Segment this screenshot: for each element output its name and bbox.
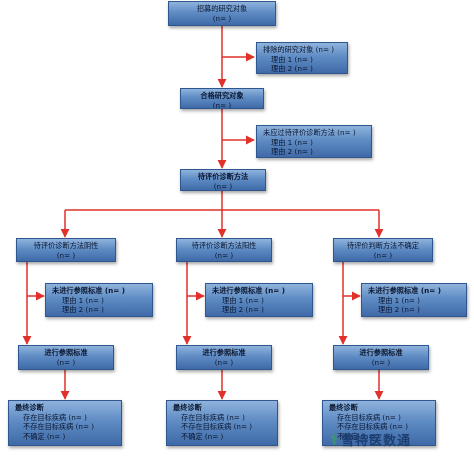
branch-positive-final-present: 存在目标疾病 (n= ) bbox=[181, 412, 245, 422]
branch-positive-ref-title: 进行参照标准 bbox=[202, 348, 246, 357]
branch-positive-box: 待评价诊断方法阳性 (n= ) bbox=[176, 238, 272, 262]
excluded-box: 排除的研究对象 (n= ) 理由 1 (n= ) 理由 2 (n= ) bbox=[256, 42, 348, 74]
branch-positive-noref-reason-2: 理由 2 (n= ) bbox=[222, 305, 264, 314]
branch-negative-final-absent: 不存在目标疾病 (n= ) bbox=[23, 422, 95, 431]
branch-negative-final-title: 最终诊断 bbox=[15, 403, 44, 412]
index-test-box: 待评价诊断方法 (n= ) bbox=[180, 169, 266, 191]
recruit-title: 招募的研究对象 bbox=[196, 4, 248, 13]
branch-positive-noref-box: 未进行参照标准 (n= ) 理由 1 (n= ) 理由 2 (n= ) bbox=[205, 283, 313, 317]
branch-uncertain-final-present: 存在目标疾病 (n= ) bbox=[337, 412, 401, 422]
eligible-title: 合格研究对象 bbox=[200, 91, 244, 100]
branch-positive-title: 待评价诊断方法阳性 bbox=[191, 241, 257, 250]
branch-positive-ref-n: (n= ) bbox=[214, 357, 234, 367]
branch-negative-n: (n= ) bbox=[56, 250, 76, 260]
branch-uncertain-noref-title: 未进行参照标准 (n= ) bbox=[368, 286, 442, 295]
excluded-title: 排除的研究对象 (n= ) bbox=[263, 45, 335, 54]
branch-uncertain-final-uncertain: 不确定 (n= ) bbox=[337, 431, 380, 441]
branch-positive-final-absent: 不存在目标疾病 (n= ) bbox=[181, 422, 253, 431]
watermark-logo-icon: ⚕ bbox=[330, 431, 340, 449]
index-test-title: 待评价诊断方法 bbox=[197, 172, 249, 181]
branch-negative-final-box: 最终诊断 存在目标疾病 (n= ) 不存在目标疾病 (n= ) 不确定 (n= … bbox=[8, 400, 122, 446]
branch-positive-final-title: 最终诊断 bbox=[173, 403, 202, 412]
branch-positive-noref-reason-1: 理由 1 (n= ) bbox=[222, 295, 264, 305]
branch-uncertain-title: 待评价判断方法不确定 bbox=[347, 241, 419, 250]
recruit-n: (n= ) bbox=[212, 13, 232, 23]
eligible-box: 合格研究对象 (n= ) bbox=[180, 88, 264, 109]
branch-positive-noref-title: 未进行参照标准 (n= ) bbox=[212, 286, 286, 295]
watermark-text: 雪特医数通 bbox=[341, 434, 412, 449]
branch-uncertain-ref-box: 进行参照标准 (n= ) bbox=[333, 345, 429, 370]
excluded-reason-2: 理由 2 (n= ) bbox=[271, 64, 313, 73]
branch-negative-title: 待评价诊断方法阴性 bbox=[33, 241, 99, 250]
branch-negative-noref-reason-2: 理由 2 (n= ) bbox=[62, 305, 104, 314]
branch-negative-final-uncertain: 不确定 (n= ) bbox=[23, 431, 66, 441]
not-index-test-reason-1: 理由 1 (n= ) bbox=[271, 137, 313, 147]
excluded-reason-1: 理由 1 (n= ) bbox=[271, 54, 313, 64]
branch-uncertain-box: 待评价判断方法不确定 (n= ) bbox=[333, 238, 433, 262]
branch-negative-noref-reason-1: 理由 1 (n= ) bbox=[62, 295, 104, 305]
branch-uncertain-final-title: 最终诊断 bbox=[329, 403, 358, 412]
branch-negative-ref-n: (n= ) bbox=[56, 357, 76, 367]
branch-uncertain-final-absent: 不存在目标疾病 (n= ) bbox=[337, 422, 409, 431]
branch-negative-ref-title: 进行参照标准 bbox=[44, 348, 88, 357]
branch-positive-n: (n= ) bbox=[214, 250, 234, 260]
branch-uncertain-ref-n: (n= ) bbox=[371, 357, 391, 367]
eligible-n: (n= ) bbox=[212, 100, 232, 109]
branch-uncertain-ref-title: 进行参照标准 bbox=[359, 348, 403, 357]
branch-positive-final-box: 最终诊断 存在目标疾病 (n= ) 不存在目标疾病 (n= ) 不确定 (n= … bbox=[166, 400, 278, 446]
branch-negative-box: 待评价诊断方法阴性 (n= ) bbox=[16, 238, 116, 262]
branch-negative-noref-title: 未进行参照标准 (n= ) bbox=[52, 286, 126, 295]
branch-uncertain-final-box: 最终诊断 存在目标疾病 (n= ) 不存在目标疾病 (n= ) 不确定 (n= … bbox=[322, 400, 436, 446]
not-index-test-box: 未应过待评价诊断方法 (n= ) 理由 1 (n= ) 理由 2 (n= ) bbox=[256, 125, 372, 158]
branch-uncertain-n: (n= ) bbox=[373, 250, 393, 260]
branch-negative-noref-box: 未进行参照标准 (n= ) 理由 1 (n= ) 理由 2 (n= ) bbox=[45, 283, 153, 317]
not-index-test-title: 未应过待评价诊断方法 (n= ) bbox=[263, 128, 356, 137]
branch-negative-ref-box: 进行参照标准 (n= ) bbox=[18, 345, 114, 370]
branch-positive-final-uncertain: 不确定 (n= ) bbox=[181, 431, 224, 441]
not-index-test-reason-2: 理由 2 (n= ) bbox=[271, 147, 313, 156]
branch-negative-final-present: 存在目标疾病 (n= ) bbox=[23, 412, 87, 422]
branch-uncertain-noref-box: 未进行参照标准 (n= ) 理由 1 (n= ) 理由 2 (n= ) bbox=[361, 283, 467, 317]
branch-uncertain-noref-reason-1: 理由 1 (n= ) bbox=[378, 295, 420, 305]
index-test-n: (n= ) bbox=[213, 181, 233, 191]
recruit-box: 招募的研究对象 (n= ) bbox=[168, 1, 276, 26]
branch-uncertain-noref-reason-2: 理由 2 (n= ) bbox=[378, 305, 420, 314]
branch-positive-ref-box: 进行参照标准 (n= ) bbox=[176, 345, 272, 370]
watermark: ⚕雪特医数通 bbox=[330, 430, 411, 449]
